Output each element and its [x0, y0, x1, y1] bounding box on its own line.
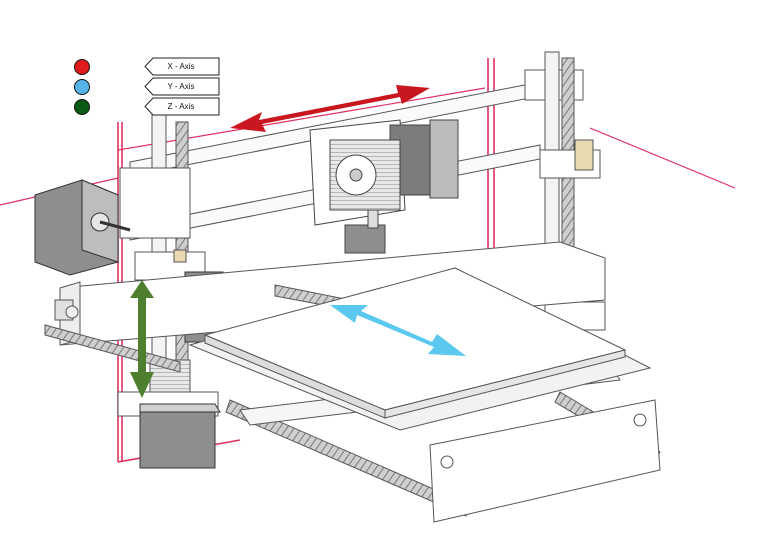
legend-swatch-z: [74, 99, 90, 115]
x-motor: [34, 179, 131, 276]
legend-item-y: Y - Axis: [70, 77, 220, 97]
legend-item-x: X - Axis: [70, 57, 220, 77]
legend-label-y: Y - Axis: [167, 82, 195, 91]
tag-shape-icon: [144, 77, 220, 96]
legend-label-x: X - Axis: [167, 62, 195, 71]
extruder-carriage: [309, 119, 459, 254]
legend-swatch-x: [74, 59, 90, 75]
y-axis-arrow: [330, 305, 466, 356]
legend-item-z: Z - Axis: [70, 97, 220, 117]
x-axis-arrow: [230, 85, 430, 132]
legend-label-z: Z - Axis: [167, 102, 195, 111]
tag-shape-icon: [144, 97, 220, 116]
legend-swatch-y: [74, 79, 90, 95]
z-axis-arrow: [130, 280, 154, 398]
z-motor: [139, 403, 221, 469]
axis-arrows: [130, 85, 466, 398]
tag-shape-icon: [144, 57, 220, 76]
